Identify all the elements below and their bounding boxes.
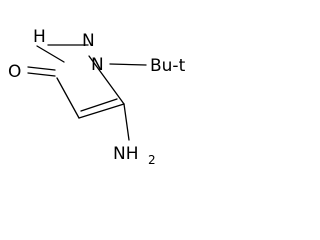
bond-c5-nh2 — [123, 103, 130, 141]
ring-nh-nitrogen-label: N — [82, 31, 95, 51]
bond-c3-n2 — [36, 45, 65, 63]
bond-c3-o-a — [27, 72, 56, 77]
bond-c4-c3 — [56, 77, 80, 119]
bond-n1-c5 — [88, 55, 125, 105]
ring-n1-label: N — [91, 55, 104, 75]
chemical-structure: O H N N Bu-t NH 2 — [0, 0, 247, 175]
bond-c3-o-b — [27, 66, 56, 71]
bond-c5-c4-inner — [80, 98, 118, 112]
background — [0, 0, 247, 175]
amino-subscript: 2 — [148, 153, 156, 167]
ring-nh-hydrogen-label: H — [33, 27, 46, 47]
tert-butyl-label: Bu-t — [150, 56, 186, 76]
oxygen-label: O — [8, 62, 21, 82]
bond-n1-tbu — [109, 63, 147, 66]
amino-label: NH — [113, 144, 139, 164]
bond-c5-c4-outer — [78, 103, 125, 119]
